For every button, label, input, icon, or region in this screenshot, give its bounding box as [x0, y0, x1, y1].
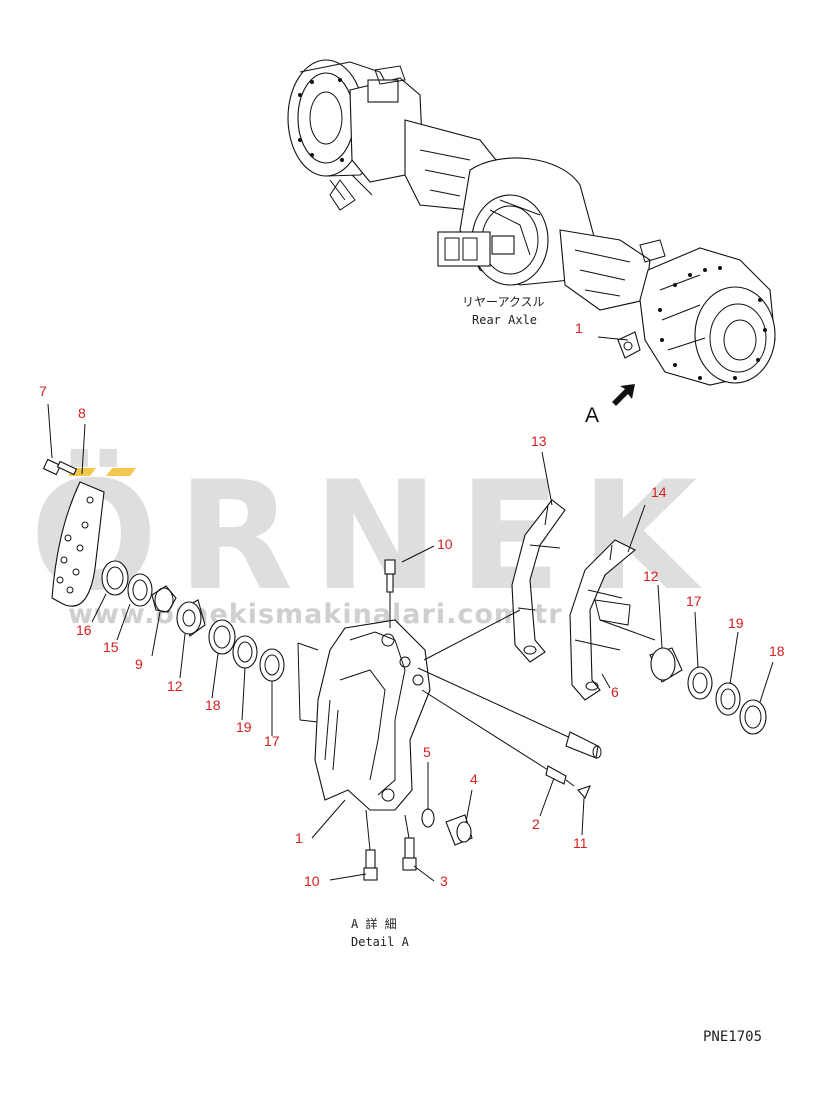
ring-19-right — [715, 682, 741, 716]
callout-18-right: 18 — [769, 643, 785, 659]
callout-17-right: 17 — [686, 593, 702, 609]
callout-6: 6 — [611, 684, 619, 700]
callout-14: 14 — [651, 484, 667, 500]
callout-5: 5 — [423, 744, 431, 760]
o-ring-5 — [421, 808, 435, 828]
bushing-12-right — [649, 647, 683, 683]
ring-17-right — [687, 666, 713, 700]
callout-10-lower: 10 — [304, 873, 320, 889]
brake-pad-13 — [511, 499, 566, 663]
callout-2: 2 — [532, 816, 540, 832]
watermark-url: www.ornekismakinalari.com.tr — [68, 599, 563, 630]
caliper-body-1 — [314, 619, 431, 811]
callout-16: 16 — [76, 622, 92, 638]
bleeder-2 — [545, 765, 567, 785]
rear-axle-illustration — [287, 59, 776, 406]
callout-13: 13 — [531, 433, 547, 449]
callout-12-right: 12 — [643, 568, 659, 584]
callout-11: 11 — [573, 835, 588, 851]
ring-17-left — [259, 648, 285, 682]
callout-10-upper: 10 — [437, 536, 453, 552]
bolt-10-lower — [363, 809, 378, 881]
callout-1: 1 — [295, 830, 303, 846]
callout-1-top: 1 — [575, 320, 583, 336]
detail-jp-caption: A 詳 細 — [351, 916, 397, 931]
view-letter: A — [585, 404, 599, 427]
callout-8: 8 — [78, 405, 86, 421]
callout-18-left: 18 — [205, 697, 221, 713]
callout-19-right: 19 — [728, 615, 744, 631]
plug-4 — [445, 814, 473, 846]
bolt-10-upper — [384, 559, 396, 628]
detail-en-caption: Detail A — [351, 935, 410, 949]
leader-lines — [47, 336, 774, 882]
rear-axle-jp-label: リヤーアクスル — [462, 295, 545, 309]
bolt-7 — [42, 458, 78, 476]
callouts: 1 7 8 13 14 10 12 17 19 18 16 15 9 12 18… — [39, 320, 785, 889]
callout-9: 9 — [135, 656, 143, 672]
callout-4: 4 — [470, 771, 478, 787]
ring-19-left — [232, 635, 258, 669]
callout-15: 15 — [103, 639, 119, 655]
callout-3: 3 — [440, 873, 448, 889]
cap-11 — [577, 785, 591, 800]
ring-18-right — [739, 699, 767, 735]
ring-18-left — [208, 619, 236, 655]
callout-12-left: 12 — [167, 678, 183, 694]
drawing-code: PNE1705 — [703, 1029, 762, 1045]
watermark-accent-right — [106, 468, 136, 476]
view-arrow-icon — [612, 384, 635, 406]
brake-pad-6 — [569, 539, 636, 701]
seal-15 — [127, 573, 153, 607]
bushing-12-left — [176, 599, 206, 637]
washer-16 — [101, 560, 129, 596]
callout-19-left: 19 — [236, 719, 252, 735]
plate-8 — [51, 481, 105, 607]
callout-17-left: 17 — [264, 733, 280, 749]
detail-a-illustration — [42, 458, 767, 881]
rear-axle-en-label: Rear Axle — [472, 313, 537, 327]
callout-7: 7 — [39, 383, 47, 399]
bolt-3 — [402, 814, 417, 871]
